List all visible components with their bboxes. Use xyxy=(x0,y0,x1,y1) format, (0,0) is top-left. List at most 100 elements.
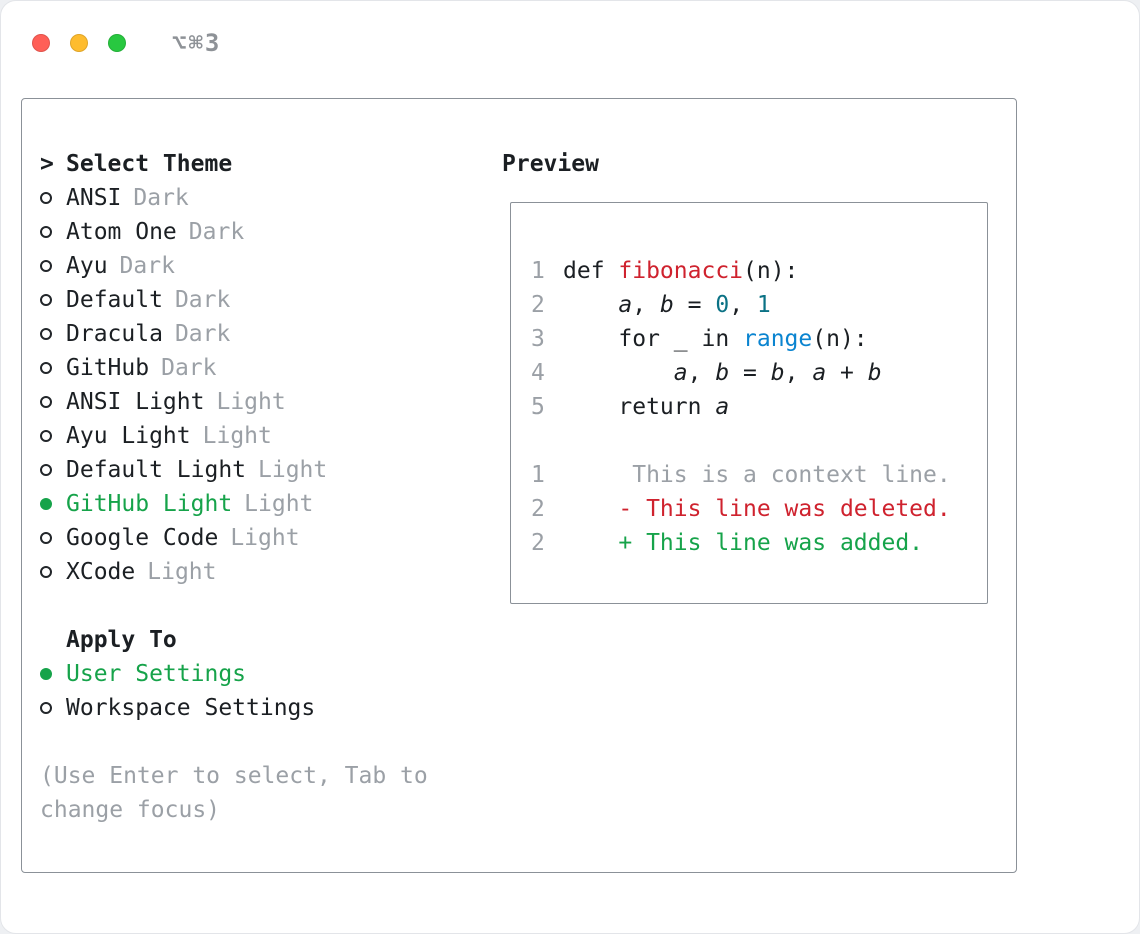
theme-option-default-light[interactable]: Default Light Light xyxy=(40,453,460,487)
radio-area xyxy=(40,566,66,578)
option-label: Dracula xyxy=(66,321,163,347)
radio-icon xyxy=(40,566,52,578)
radio-area xyxy=(40,294,66,306)
code-token: - This line was deleted. xyxy=(563,496,951,522)
code-token: a xyxy=(812,360,827,386)
code-text: def fibonacci(n): xyxy=(563,254,798,288)
code-token: return xyxy=(563,394,716,420)
option-variant: Light xyxy=(147,559,217,585)
radio-icon xyxy=(40,362,52,374)
code-text: - This line was deleted. xyxy=(563,492,951,526)
code-line xyxy=(531,424,969,458)
code-line: 4 a, b = b, a + b xyxy=(531,356,969,390)
code-token xyxy=(563,292,618,318)
code-line: 1 def fibonacci(n): xyxy=(531,254,969,288)
code-token: a xyxy=(715,394,730,420)
theme-option-google-code[interactable]: Google Code Light xyxy=(40,521,460,555)
radio-icon xyxy=(40,702,52,714)
code-token: a xyxy=(618,292,633,318)
radio-area xyxy=(40,192,66,204)
theme-option-xcode[interactable]: XCode Light xyxy=(40,555,460,589)
code-token: This is a context line. xyxy=(563,462,951,488)
radio-icon xyxy=(40,328,52,340)
code-token: b xyxy=(659,292,674,318)
radio-area xyxy=(40,702,66,714)
code-token: a xyxy=(673,360,688,386)
option-variant: Dark xyxy=(119,253,175,279)
code-token: range xyxy=(743,326,813,352)
code-text: return a xyxy=(563,390,729,424)
radio-icon xyxy=(40,192,52,204)
theme-option-ansi[interactable]: ANSI Dark xyxy=(40,181,460,215)
option-label: ANSI Light xyxy=(66,389,205,415)
theme-option-ayu[interactable]: Ayu Dark xyxy=(40,249,460,283)
preview-header: Preview xyxy=(502,147,988,181)
option-variant: Dark xyxy=(174,321,231,347)
option-variant: Light xyxy=(244,491,314,517)
theme-option-dracula[interactable]: Dracula Dark xyxy=(40,317,460,351)
theme-option-github[interactable]: GitHub Dark xyxy=(40,351,460,385)
option-variant: Dark xyxy=(161,355,217,381)
code-token xyxy=(563,360,674,386)
line-number: 2 xyxy=(531,292,545,318)
code-token: + This line was added. xyxy=(563,530,924,556)
radio-area xyxy=(40,260,66,272)
radio-area xyxy=(40,668,66,680)
option-label: Default xyxy=(66,287,163,313)
option-variant: Light xyxy=(258,457,328,483)
line-number: 3 xyxy=(531,326,545,352)
code-text: + This line was added. xyxy=(563,526,923,560)
code-line: 2 + This line was added. xyxy=(531,526,969,560)
window-shortcut-title: ⌥⌘3 xyxy=(172,29,222,57)
titlebar: ⌥⌘3 xyxy=(32,29,221,57)
option-label: Ayu xyxy=(66,253,108,279)
code-token: 0 xyxy=(715,292,730,318)
code-text: for _ in range(n): xyxy=(563,322,868,356)
close-button[interactable] xyxy=(32,34,50,52)
option-label: ANSI xyxy=(66,185,122,211)
radio-area xyxy=(40,430,66,442)
code-line: 3 for _ in range(n): xyxy=(531,322,969,356)
code-token: , xyxy=(632,292,660,318)
line-number xyxy=(531,424,563,458)
hint-text: (Use Enter to select, Tab to change focu… xyxy=(40,763,428,823)
code-token: (n): xyxy=(743,258,799,284)
minimize-button[interactable] xyxy=(70,34,88,52)
option-variant: Light xyxy=(202,423,272,449)
line-number: 1 xyxy=(531,462,545,488)
option-variant: Dark xyxy=(188,219,245,245)
option-variant: Dark xyxy=(133,185,189,211)
radio-icon xyxy=(40,430,52,442)
code-line: 1 This is a context line. xyxy=(531,458,969,492)
zoom-button[interactable] xyxy=(108,34,126,52)
radio-icon xyxy=(40,294,52,306)
apply-to-header: Apply To xyxy=(40,623,460,657)
option-label: Default Light xyxy=(66,457,247,483)
radio-area xyxy=(40,464,66,476)
radio-icon xyxy=(40,396,52,408)
radio-icon xyxy=(40,226,52,238)
apply-option-workspace-settings[interactable]: Workspace Settings xyxy=(40,691,460,725)
code-text: a, b = 0, 1 xyxy=(563,288,770,322)
option-variant: Light xyxy=(230,525,300,551)
apply-option-user-settings[interactable]: User Settings xyxy=(40,657,460,691)
option-label: XCode xyxy=(66,559,136,585)
line-number: 1 xyxy=(531,258,545,284)
line-number: 5 xyxy=(531,394,545,420)
code-token: (n): xyxy=(812,326,868,352)
select-theme-title: Select Theme xyxy=(66,151,233,177)
option-label: Google Code xyxy=(66,525,219,551)
line-number: 4 xyxy=(531,360,545,386)
radio-area xyxy=(40,362,66,374)
line-number: 2 xyxy=(531,496,545,522)
option-label: GitHub xyxy=(66,355,150,381)
